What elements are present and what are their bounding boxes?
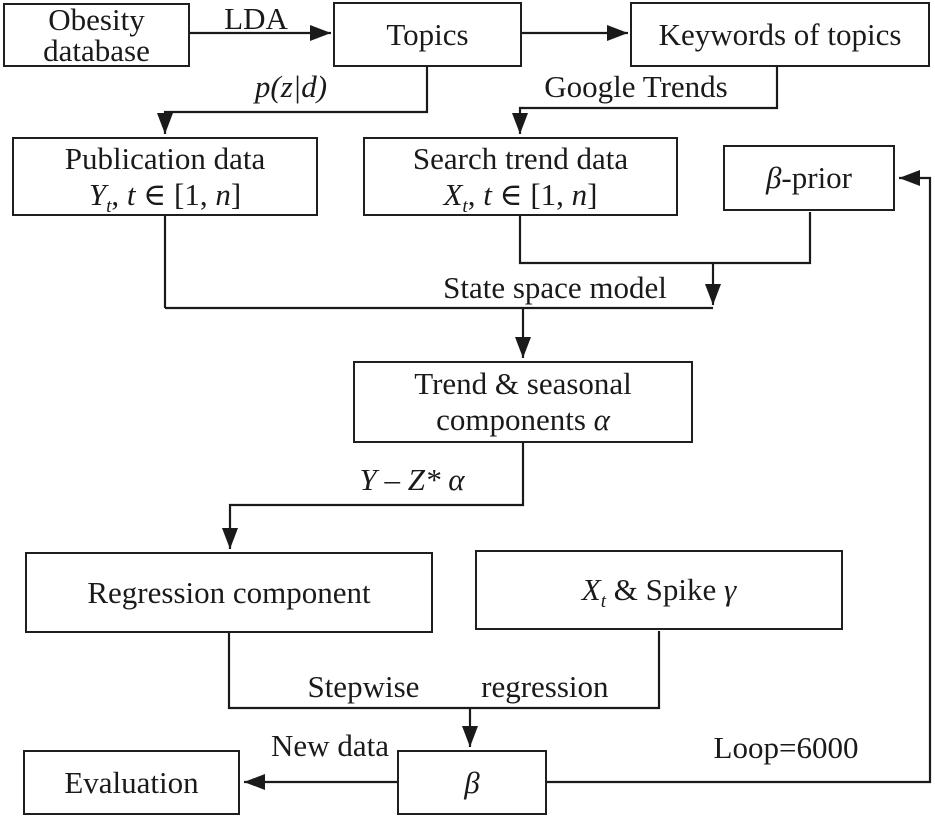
beta-symbol: β (464, 764, 480, 800)
box-topics: Topics (333, 2, 522, 67)
spike-mid-text: & Spike (606, 572, 725, 607)
formula-var: X (443, 176, 463, 212)
trend-line2: components α (436, 402, 610, 438)
formula-sub: t (462, 195, 468, 217)
box-publication-data: Publication data Yt, t ∈ [1, n] (12, 137, 318, 216)
edge-label-stepwise-regression: Stepwise regression (307, 669, 609, 704)
edge-label-loop-6000: Loop=6000 (713, 730, 859, 765)
evaluation-label: Evaluation (64, 764, 199, 800)
box-xt-spike-gamma: Xt & Spike γ (475, 550, 843, 630)
edge-topics-to-publication (157, 67, 429, 134)
edge-label-pzd: p(z|d) (254, 69, 328, 104)
edge-regression-and-spike-join (227, 631, 661, 710)
box-beta: β (397, 750, 547, 815)
obesity-line1: Obesity (48, 2, 145, 37)
formula-sub: t (600, 591, 607, 613)
edge-loop-beta-to-betaprior (547, 170, 932, 784)
trend-components-text: components (436, 402, 594, 437)
gamma-symbol: γ (724, 572, 737, 607)
beta-symbol: β (765, 160, 782, 195)
edge-label-y-minus-z-alpha: Y – Z* α (359, 462, 465, 497)
formula-rel: ∈ [1, (491, 176, 572, 212)
beta-prior-label: β-prior (766, 160, 852, 196)
beta-prior-suffix: -prior (781, 160, 853, 195)
box-obesity-database: Obesity database (3, 3, 190, 67)
formula-rel: ∈ [1, (135, 176, 216, 212)
topics-label: Topics (386, 16, 469, 52)
formula-comma: , (467, 176, 484, 212)
edge-trend-to-regression (222, 443, 525, 549)
search-formula: Xt, t ∈ [1, n] (443, 176, 598, 216)
box-search-trend-data: Search trend data Xt, t ∈ [1, n] (363, 137, 678, 216)
formula-n: n (571, 176, 588, 212)
box-evaluation: Evaluation (23, 750, 240, 815)
formula-close: ] (587, 176, 598, 212)
edge-label-new-data: New data (271, 728, 389, 763)
edge-label-lda: LDA (224, 1, 288, 36)
formula-t: t (126, 176, 136, 212)
formula-n: n (215, 176, 231, 212)
edge-label-state-space-model: State space model (443, 270, 667, 305)
formula-var: X (581, 572, 601, 607)
publication-formula: Yt, t ∈ [1, n] (88, 176, 242, 216)
formula-sub: t (106, 195, 112, 217)
formula-t: t (483, 176, 492, 212)
regression-label: Regression component (87, 574, 371, 610)
alpha-symbol: α (593, 402, 610, 437)
edge-keywords-to-search (512, 67, 779, 134)
trend-line1: Trend & seasonal (414, 366, 632, 401)
box-trend-seasonal-components: Trend & seasonal components α (353, 361, 693, 443)
spike-label: Xt & Spike γ (581, 572, 737, 611)
box-keywords-of-topics: Keywords of topics (630, 2, 930, 67)
formula-comma: , (111, 176, 127, 212)
formula-close: ] (230, 176, 242, 212)
publication-title: Publication data (64, 140, 266, 176)
edge-search-and-betaprior-join (518, 212, 812, 265)
box-regression-component: Regression component (25, 552, 433, 633)
formula-var: Y (88, 176, 107, 212)
obesity-line2: database (43, 33, 150, 68)
search-title: Search trend data (412, 140, 629, 176)
keywords-label: Keywords of topics (658, 16, 902, 52)
box-beta-prior: β-prior (723, 145, 895, 211)
edge-label-google-trends: Google Trends (544, 69, 728, 104)
